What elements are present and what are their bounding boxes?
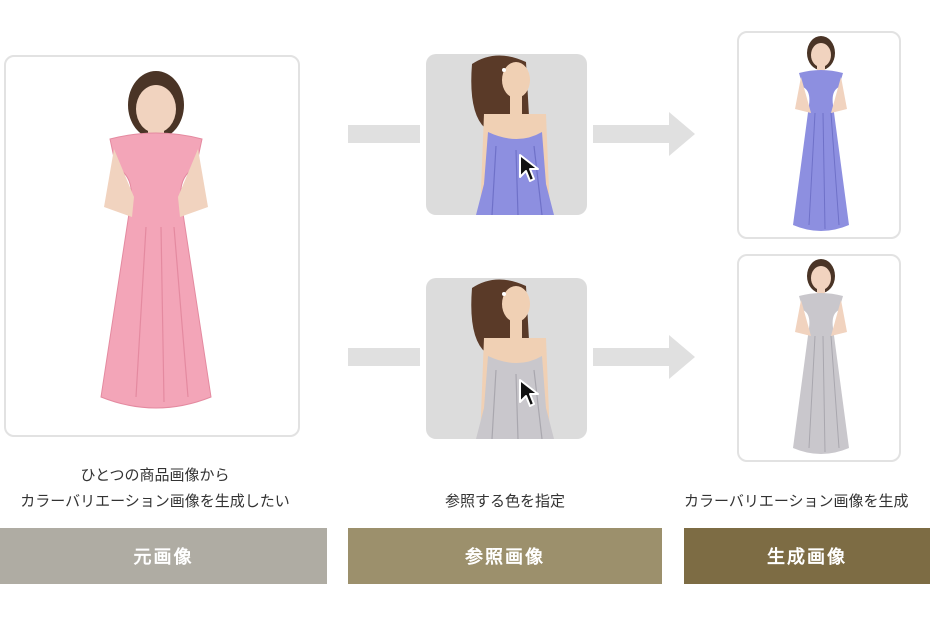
arrow-right-icon — [669, 112, 695, 156]
reference-image-gray — [426, 278, 587, 439]
mouse-pointer-icon — [519, 154, 539, 182]
label-original: 元画像 — [0, 528, 327, 584]
caption-original-line2: カラーバリエーション画像を生成したい — [20, 492, 290, 510]
label-generated: 生成画像 — [684, 528, 930, 584]
reference-image-blue — [426, 54, 587, 215]
generated-image-blue-card — [737, 31, 901, 239]
mannequin-blue-dress-image — [471, 55, 554, 215]
mouse-pointer-icon — [519, 379, 539, 407]
generated-image-gray-card — [737, 254, 901, 462]
connector-bar-top — [348, 125, 420, 143]
arrow-shaft-top — [593, 125, 669, 143]
arrow-shaft-bottom — [593, 348, 669, 366]
connector-bar-bottom — [348, 348, 420, 366]
label-reference: 参照画像 — [348, 528, 662, 584]
caption-reference: 参照する色を指定 — [444, 492, 565, 510]
mannequin-gray-dress-image — [471, 279, 554, 439]
arrow-right-icon — [669, 335, 695, 379]
model-gray-dress-image — [793, 259, 849, 454]
caption-original: ひとつの商品画像から カラーバリエーション画像を生成したい — [0, 462, 310, 514]
model-blue-dress-image — [793, 36, 849, 231]
original-image-card — [4, 55, 300, 437]
caption-original-line1: ひとつの商品画像から — [80, 466, 230, 484]
model-pink-dress-image — [100, 71, 212, 409]
caption-generated: カラーバリエーション画像を生成 — [684, 492, 909, 510]
